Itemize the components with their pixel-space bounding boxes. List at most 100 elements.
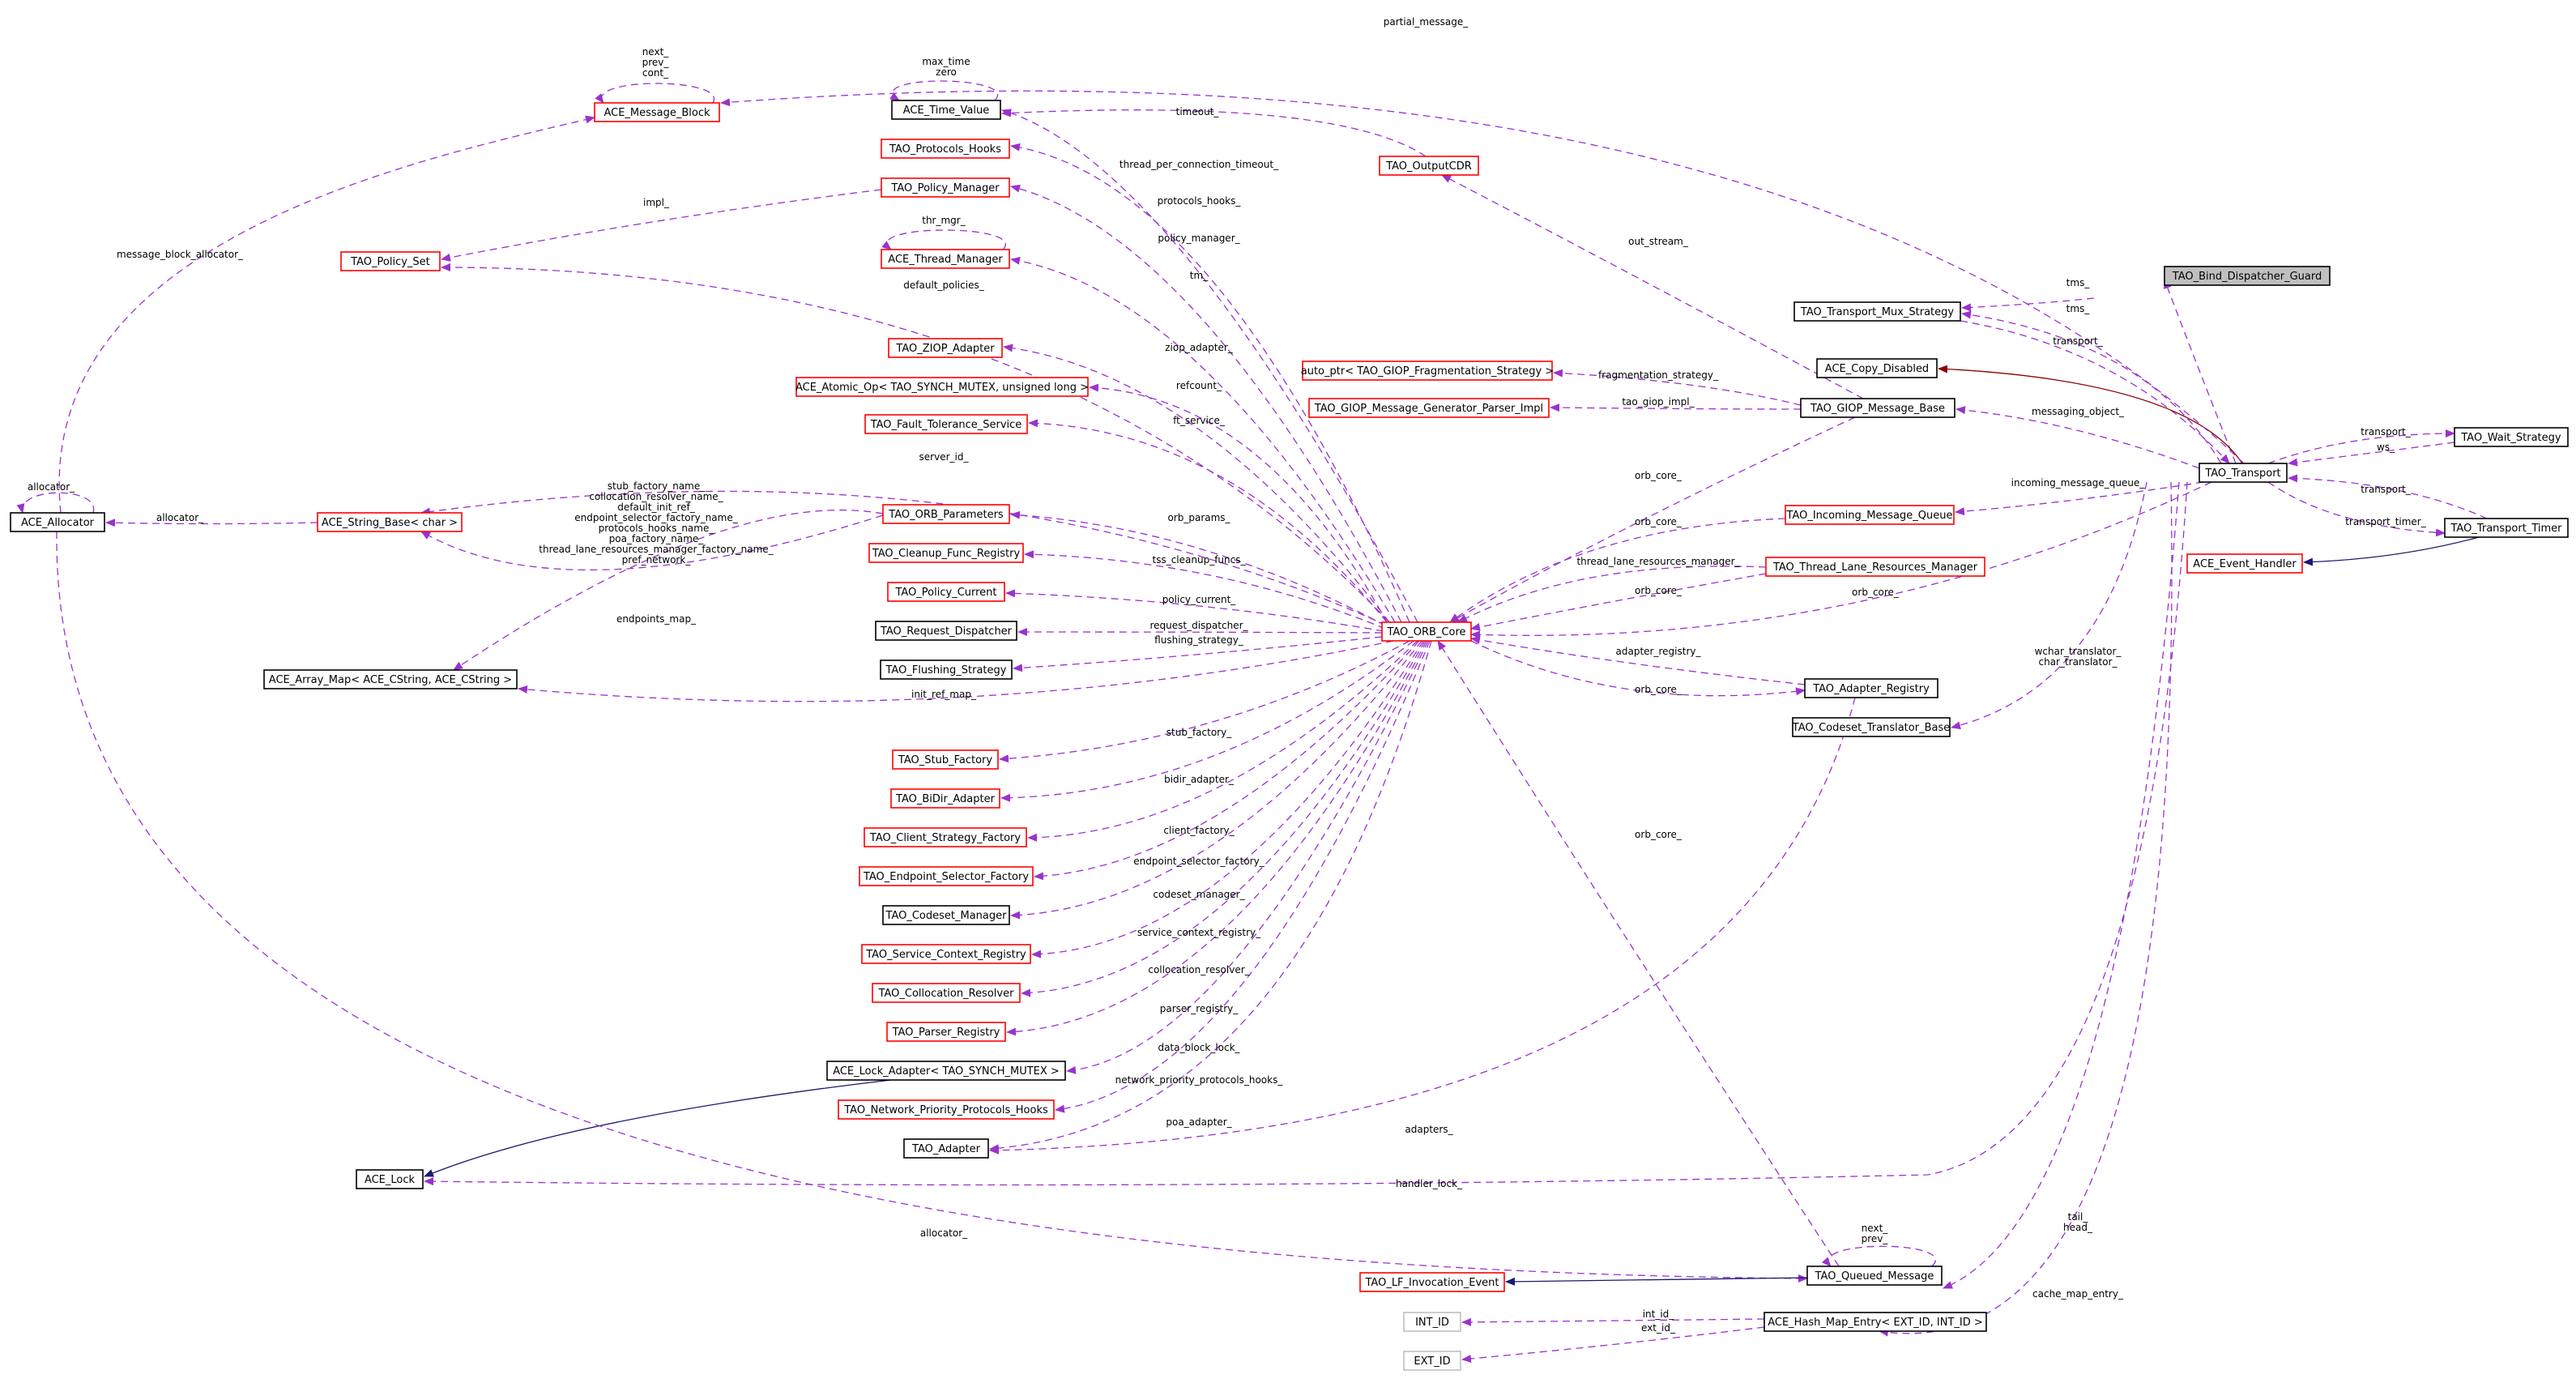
- class-box[interactable]: [1793, 301, 1961, 322]
- class-box[interactable]: [1359, 1272, 1505, 1292]
- class-label[interactable]: INT_ID: [1415, 1317, 1449, 1329]
- class-label[interactable]: TAO_Thread_Lane_Resources_Manager: [1772, 561, 1978, 574]
- class-label[interactable]: TAO_Cleanup_Func_Registry: [872, 548, 1021, 560]
- class-node-ace-atomic-op[interactable]: ACE_Atomic_Op< TAO_SYNCH_MUTEX, unsigned…: [795, 377, 1089, 397]
- class-box[interactable]: [1764, 1312, 1987, 1332]
- class-label[interactable]: ACE_Message_Block: [603, 107, 710, 119]
- class-label[interactable]: TAO_Incoming_Message_Queue: [1786, 510, 1953, 522]
- class-box[interactable]: [1785, 505, 1955, 525]
- class-box[interactable]: [1806, 1266, 1943, 1286]
- class-node-ace-event-handler[interactable]: ACE_Event_Handler: [2186, 553, 2303, 574]
- class-label[interactable]: TAO_Request_Dispatcher: [880, 625, 1013, 638]
- class-label[interactable]: TAO_Transport: [2204, 467, 2280, 480]
- class-label[interactable]: TAO_Policy_Manager: [890, 182, 1000, 194]
- class-node-ace-thread-manager[interactable]: ACE_Thread_Manager: [881, 249, 1010, 269]
- class-node-tao-service-context-registry[interactable]: TAO_Service_Context_Registry: [861, 944, 1031, 964]
- class-box[interactable]: [1816, 358, 1938, 378]
- class-label[interactable]: TAO_ORB_Core: [1386, 626, 1465, 638]
- class-label[interactable]: TAO_Endpoint_Selector_Factory: [863, 871, 1029, 883]
- class-label[interactable]: EXT_ID: [1414, 1355, 1450, 1368]
- class-box[interactable]: [887, 582, 1005, 602]
- class-node-tao-flushing-strategy[interactable]: TAO_Flushing_Strategy: [880, 659, 1013, 680]
- class-label[interactable]: TAO_Network_Priority_Protocols_Hooks: [843, 1104, 1048, 1116]
- class-box[interactable]: [1765, 557, 1985, 577]
- class-node-tao-collocation-resolver[interactable]: TAO_Collocation_Resolver: [872, 983, 1021, 1003]
- class-label[interactable]: TAO_Service_Context_Registry: [865, 949, 1026, 961]
- class-box[interactable]: [317, 512, 463, 532]
- class-label[interactable]: TAO_Collocation_Resolver: [878, 988, 1015, 1000]
- class-box[interactable]: [882, 504, 1010, 524]
- class-label[interactable]: TAO_Stub_Factory: [898, 754, 992, 766]
- class-node-ace-copy-disabled[interactable]: ACE_Copy_Disabled: [1816, 358, 1938, 378]
- class-box[interactable]: [1308, 398, 1550, 418]
- class-label[interactable]: ACE_Array_Map< ACE_CString, ACE_CString …: [269, 674, 512, 686]
- class-box[interactable]: [594, 102, 720, 122]
- class-box[interactable]: [1381, 621, 1472, 642]
- class-label[interactable]: TAO_Transport_Timer: [2450, 523, 2563, 535]
- class-label[interactable]: ACE_Hash_Map_Entry< EXT_ID, INT_ID >: [1768, 1317, 1983, 1329]
- class-node-ace-lock[interactable]: ACE_Lock: [356, 1169, 424, 1189]
- class-node-tao-outputcdr[interactable]: TAO_OutputCDR: [1379, 156, 1479, 176]
- class-node-tao-protocols-hooks[interactable]: TAO_Protocols_Hooks: [881, 139, 1010, 159]
- class-node-tao-thread-lane-resources-manager[interactable]: TAO_Thread_Lane_Resources_Manager: [1765, 557, 1985, 577]
- class-box[interactable]: [890, 788, 1000, 809]
- class-node-ace-hash-map-entry[interactable]: ACE_Hash_Map_Entry< EXT_ID, INT_ID >: [1764, 1312, 1987, 1332]
- class-label[interactable]: ACE_Lock_Adapter< TAO_SYNCH_MUTEX >: [833, 1065, 1060, 1078]
- class-box[interactable]: [340, 251, 441, 271]
- class-label[interactable]: ACE_Thread_Manager: [888, 254, 1003, 266]
- class-label[interactable]: TAO_Flushing_Strategy: [885, 664, 1007, 677]
- class-label[interactable]: TAO_Adapter_Registry: [1812, 683, 1930, 695]
- class-box[interactable]: [864, 414, 1028, 434]
- class-node-ace-time-value[interactable]: ACE_Time_Value: [891, 100, 1001, 120]
- class-box[interactable]: [795, 377, 1089, 397]
- class-node-tao-endpoint-selector-factory[interactable]: TAO_Endpoint_Selector_Factory: [859, 866, 1034, 886]
- class-node-tao-fault-tolerance-service[interactable]: TAO_Fault_Tolerance_Service: [864, 414, 1028, 434]
- class-box[interactable]: [881, 177, 1010, 198]
- class-box[interactable]: [356, 1169, 424, 1189]
- class-box[interactable]: [1403, 1312, 1461, 1332]
- class-label[interactable]: ACE_Copy_Disabled: [1825, 363, 1929, 375]
- class-node-tao-incoming-message-queue[interactable]: TAO_Incoming_Message_Queue: [1785, 505, 1955, 525]
- class-box[interactable]: [263, 669, 518, 689]
- class-node-tao-bidir-adapter[interactable]: TAO_BiDir_Adapter: [890, 788, 1000, 809]
- class-label[interactable]: ACE_Event_Handler: [2193, 558, 2297, 570]
- class-label[interactable]: ACE_Lock: [365, 1174, 416, 1186]
- class-box[interactable]: [2199, 463, 2288, 483]
- class-label[interactable]: TAO_ZIOP_Adapter: [895, 343, 995, 355]
- class-node-tao-request-dispatcher[interactable]: TAO_Request_Dispatcher: [875, 621, 1017, 641]
- class-box[interactable]: [2164, 266, 2331, 286]
- class-box[interactable]: [903, 1138, 989, 1159]
- class-node-tao-orb-core[interactable]: TAO_ORB_Core: [1381, 621, 1472, 642]
- class-box[interactable]: [826, 1061, 1066, 1081]
- class-node-auto-ptr-frag[interactable]: auto_ptr< TAO_GIOP_Fragmentation_Strateg…: [1301, 361, 1554, 381]
- class-label[interactable]: TAO_Wait_Strategy: [2460, 432, 2561, 444]
- class-box[interactable]: [886, 1022, 1006, 1042]
- class-node-ace-lock-adapter[interactable]: ACE_Lock_Adapter< TAO_SYNCH_MUTEX >: [826, 1061, 1066, 1081]
- class-label[interactable]: ACE_String_Base< char >: [322, 517, 458, 529]
- class-label[interactable]: TAO_LF_Invocation_Event: [1364, 1277, 1499, 1289]
- class-box[interactable]: [892, 749, 999, 770]
- class-box[interactable]: [864, 827, 1027, 847]
- class-label[interactable]: TAO_Policy_Set: [350, 256, 430, 268]
- class-box[interactable]: [1804, 678, 1938, 698]
- class-label[interactable]: TAO_Transport_Mux_Strategy: [1800, 306, 1954, 318]
- class-node-int-id[interactable]: INT_ID: [1403, 1312, 1461, 1332]
- class-label[interactable]: TAO_Policy_Current: [894, 587, 996, 599]
- class-node-tao-lf-invocation-event[interactable]: TAO_LF_Invocation_Event: [1359, 1272, 1505, 1292]
- class-box[interactable]: [859, 866, 1034, 886]
- class-box[interactable]: [881, 139, 1010, 159]
- class-node-tao-ziop-adapter[interactable]: TAO_ZIOP_Adapter: [888, 338, 1003, 358]
- class-box[interactable]: [875, 621, 1017, 641]
- class-node-ace-allocator[interactable]: ACE_Allocator: [10, 512, 105, 532]
- class-node-ext-id[interactable]: EXT_ID: [1403, 1351, 1461, 1371]
- class-label[interactable]: TAO_Client_Strategy_Factory: [869, 832, 1021, 844]
- class-node-tao-policy-set[interactable]: TAO_Policy_Set: [340, 251, 441, 271]
- class-node-tao-giop-message-generator-parser-impl[interactable]: TAO_GIOP_Message_Generator_Parser_Impl: [1308, 398, 1550, 418]
- class-node-tao-queued-message[interactable]: TAO_Queued_Message: [1806, 1266, 1943, 1286]
- class-label[interactable]: TAO_Fault_Tolerance_Service: [870, 419, 1022, 431]
- class-node-tao-cleanup-func-registry[interactable]: TAO_Cleanup_Func_Registry: [868, 543, 1024, 563]
- class-node-tao-transport-timer[interactable]: TAO_Transport_Timer: [2444, 518, 2569, 538]
- class-node-tao-adapter[interactable]: TAO_Adapter: [903, 1138, 989, 1159]
- class-label[interactable]: TAO_GIOP_Message_Generator_Parser_Impl: [1314, 403, 1543, 415]
- class-box[interactable]: [872, 983, 1021, 1003]
